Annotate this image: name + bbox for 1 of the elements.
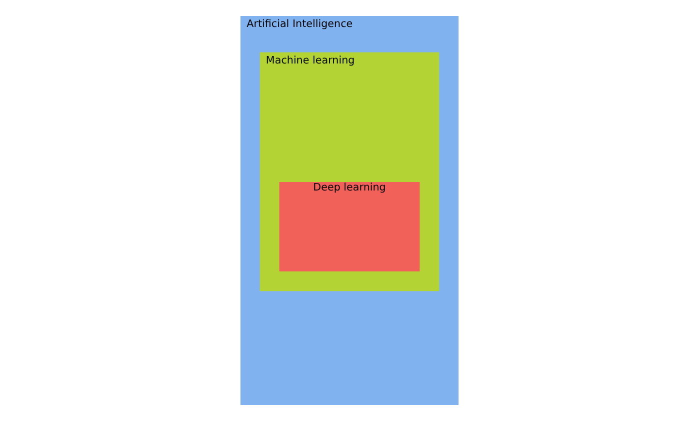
node-box: Deep learning xyxy=(279,182,420,272)
